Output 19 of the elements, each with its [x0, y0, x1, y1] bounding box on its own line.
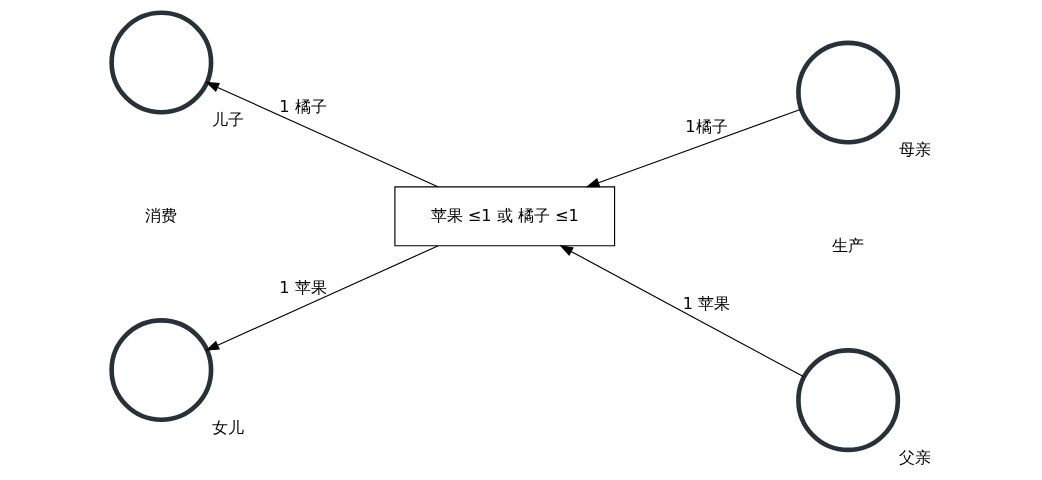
- edge-label: 1橘子: [684, 117, 728, 137]
- edge-label: 1 苹果: [278, 277, 327, 297]
- arrow: [558, 245, 804, 378]
- edge-label: 1 橘子: [278, 97, 327, 117]
- node-label: 母亲: [898, 140, 931, 160]
- node-label: 儿子: [211, 110, 244, 130]
- arrow: [204, 81, 438, 188]
- node-person: [795, 40, 900, 145]
- label: 消费: [144, 205, 177, 225]
- node-box: 苹果 ≤1 或 橘子 ≤1: [393, 186, 615, 247]
- edge-label: 1 苹果: [682, 294, 730, 314]
- arrow: [585, 108, 802, 188]
- node-person: [108, 318, 213, 423]
- node-label: 父亲: [898, 447, 931, 467]
- node-person: [795, 348, 900, 453]
- node-person: [108, 10, 213, 115]
- label: 生产: [831, 235, 864, 255]
- arrow: [204, 245, 438, 351]
- node-label: 女儿: [211, 417, 244, 437]
